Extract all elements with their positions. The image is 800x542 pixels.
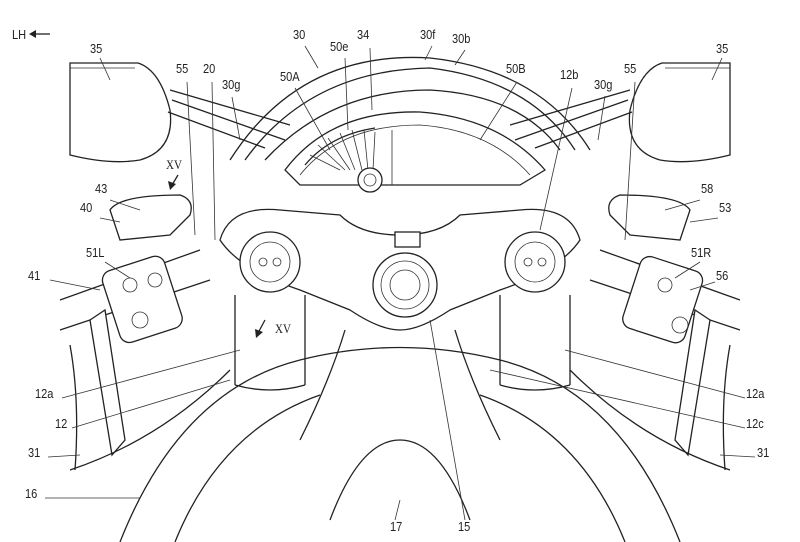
ref-50e: 50e [330,39,349,54]
right-fork-top-bolt [504,231,566,293]
ref-12a-left: 12a [35,386,54,401]
right-cowl [569,344,731,471]
ref-31-right: 31 [757,445,770,460]
right-lever [674,308,711,457]
direction-label: LH [12,27,27,42]
tachometer-gauge [304,127,383,193]
leader-lines [45,45,756,521]
right-switch-box [622,255,704,344]
meter-unit [284,111,546,186]
ref-12a-right: 12a [746,386,765,401]
ref-41: 41 [28,268,41,283]
ref-35-left: 35 [90,41,103,56]
left-mirror [69,62,172,163]
ref-30f: 30f [420,27,436,42]
tank-recess [329,439,471,521]
ref-51r: 51R [691,245,712,260]
ref-30g-left: 30g [222,77,241,92]
section-xv-top: XV [166,157,182,172]
right-fork-tube [499,295,571,391]
ref-16: 16 [25,486,38,501]
left-cowl [69,344,231,471]
ref-35-right: 35 [716,41,729,56]
ref-12: 12 [55,416,68,431]
fuel-tank [119,346,681,542]
ref-40: 40 [80,200,93,215]
section-xv-bottom: XV [275,321,291,336]
ref-30b: 30b [452,31,471,46]
ref-34: 34 [357,27,370,42]
ref-12c: 12c [746,416,764,431]
ref-17: 17 [390,519,403,534]
right-master-cylinder [608,194,691,241]
ref-30: 30 [293,27,306,42]
left-lever [89,308,126,457]
ref-15: 15 [458,519,471,534]
ref-50a: 50A [280,69,300,84]
ref-55-left: 55 [176,61,189,76]
steering-stem-nut [372,252,438,318]
ref-30g-right: 30g [594,77,613,92]
ref-53: 53 [719,200,732,215]
ref-20: 20 [203,61,216,76]
left-fork-top-bolt [239,231,301,293]
lh-arrow-icon [29,30,50,38]
ref-56: 56 [716,268,729,283]
left-switch-box [101,255,183,344]
right-mirror [628,62,731,163]
left-fork-tube [234,295,306,391]
ref-43: 43 [95,181,108,196]
ref-12b: 12b [560,67,579,82]
ref-51l: 51L [86,245,105,260]
ref-31-left: 31 [28,445,41,460]
ref-55-right: 55 [624,61,637,76]
ref-58: 58 [701,181,714,196]
windscreen [229,56,591,161]
left-master-cylinder [109,194,192,241]
ref-50b: 50B [506,61,526,76]
